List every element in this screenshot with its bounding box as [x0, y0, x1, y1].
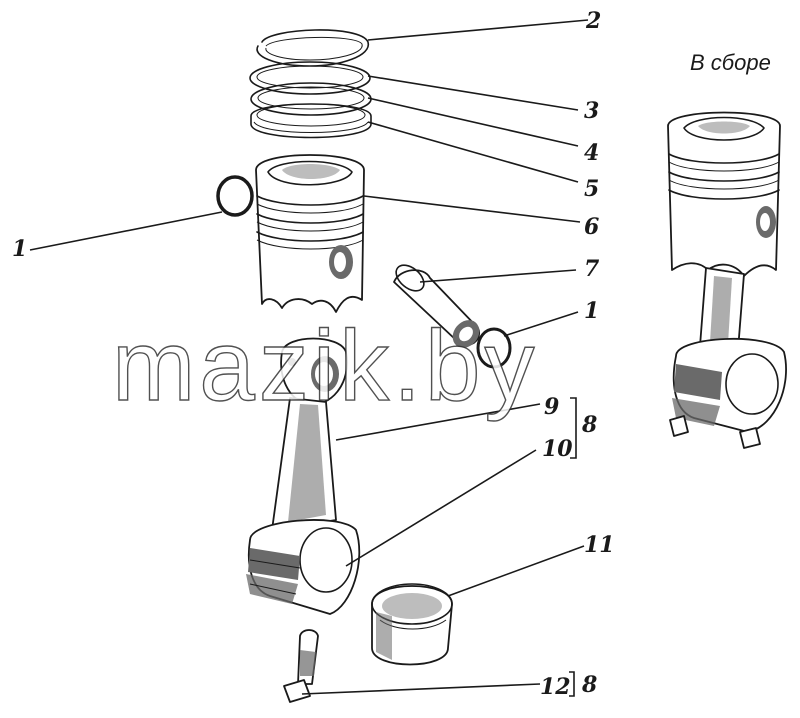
- callout-7: 7: [584, 256, 600, 282]
- callout-8-lower: 8: [581, 672, 597, 698]
- callout-2: 2: [585, 8, 601, 34]
- circlip-left: [216, 175, 254, 217]
- callout-4: 4: [584, 140, 599, 166]
- rod-bolt: [283, 629, 319, 703]
- piston: [255, 154, 365, 313]
- callout-3: 3: [584, 98, 599, 124]
- callout-6: 6: [584, 214, 599, 240]
- callout-8-upper: 8: [581, 412, 597, 438]
- assembled-view-title: В сборе: [690, 50, 771, 75]
- piston-rings: [249, 29, 372, 139]
- callout-5: 5: [584, 176, 599, 202]
- callout-1-right: 1: [584, 298, 599, 324]
- watermark: mazik.by: [112, 310, 539, 422]
- bearing-shells: [371, 583, 453, 666]
- piston-pin: [393, 264, 480, 348]
- connecting-rod: [246, 337, 361, 615]
- callout-12: 12: [540, 674, 571, 700]
- callout-1-left: 1: [12, 236, 27, 262]
- assembled-view: [667, 111, 787, 449]
- callout-9: 9: [544, 394, 559, 420]
- callout-10: 10: [542, 436, 573, 462]
- leader-lines: [29, 19, 589, 697]
- circlip-right: [476, 327, 512, 369]
- callout-11: 11: [584, 532, 615, 558]
